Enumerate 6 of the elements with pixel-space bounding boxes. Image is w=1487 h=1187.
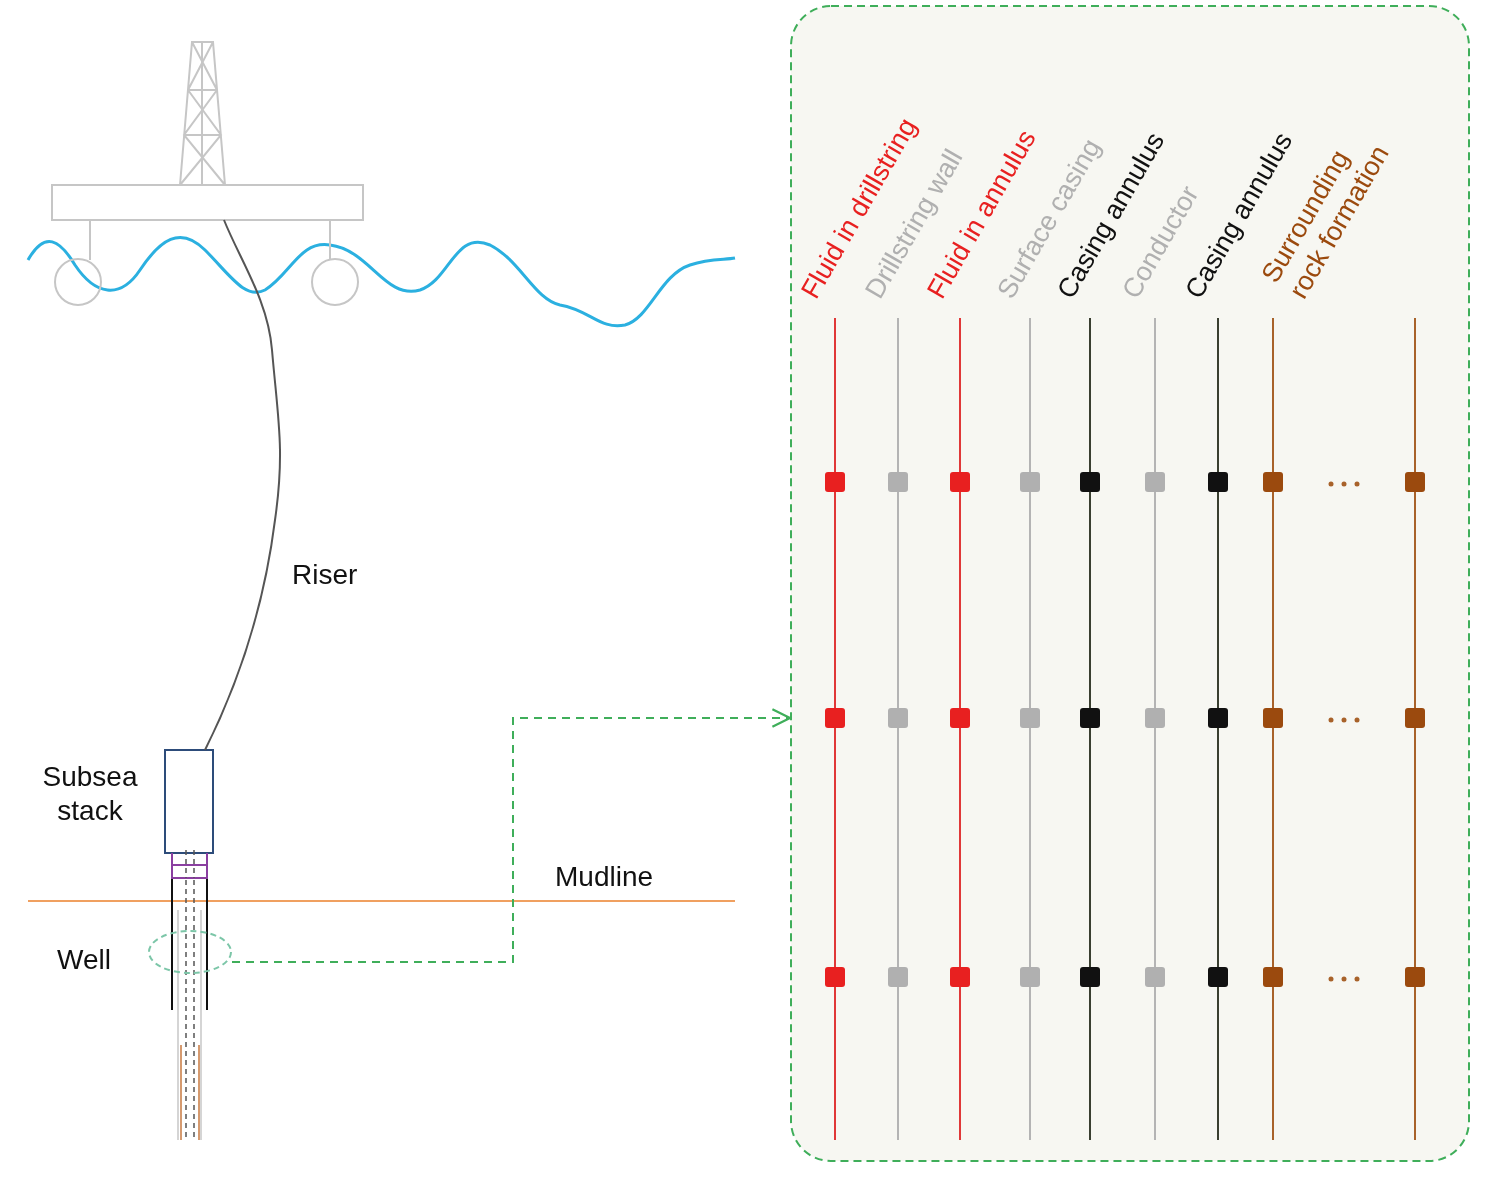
riser-pipe xyxy=(204,219,281,751)
edge-label: Riser xyxy=(292,558,358,592)
arrow xyxy=(231,708,792,963)
part-label: Well xyxy=(57,943,111,977)
part-label: Mudline xyxy=(555,860,654,894)
part-label: Subsea stack xyxy=(41,760,139,828)
